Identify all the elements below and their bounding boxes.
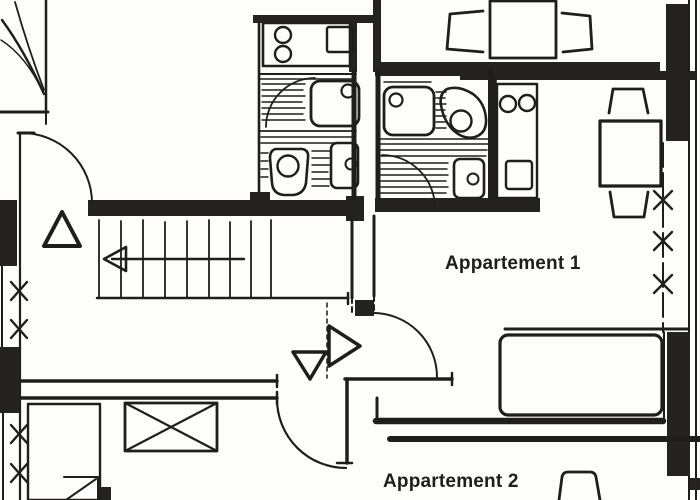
wall-fill [250, 192, 270, 208]
kitchenette-right [493, 78, 539, 200]
cooktop-burners-icon [498, 94, 518, 114]
kitchen-counter [495, 82, 539, 200]
wall-fill [0, 347, 20, 413]
chair-icon [607, 87, 650, 115]
wall-fill [0, 200, 17, 266]
triangle-marker-icon [42, 210, 82, 248]
shower-drain-icon [388, 92, 404, 108]
door-swing-arc [21, 132, 93, 204]
toilet-bowl-icon [276, 154, 300, 178]
window-x-mark-icon [652, 273, 674, 295]
toilet-bowl-icon [449, 109, 473, 133]
window-x-mark-icon [652, 230, 674, 252]
floor-hatching [261, 83, 306, 121]
triangle-marker-icon [291, 350, 328, 381]
wall-fill [253, 15, 376, 23]
corridor-walls [18, 69, 700, 465]
wall-fill [88, 200, 363, 216]
wall-fill [373, 0, 381, 72]
cooktop-burners-icon [517, 93, 537, 113]
chair-icon [445, 9, 485, 54]
floor-hatching [380, 162, 449, 194]
door-leaf [63, 476, 99, 500]
bathroom-right [379, 81, 490, 200]
shower-tray-icon [382, 85, 436, 137]
staircase [95, 219, 350, 306]
cooktop-burners-icon [273, 25, 293, 45]
bedroom-right [498, 333, 664, 500]
room-bottom-left [26, 401, 219, 500]
floor-hatching [380, 149, 488, 157]
washbasin-drain-icon [466, 172, 480, 186]
door-swing-arc [275, 397, 348, 470]
washbasin-icon [452, 157, 486, 200]
wall-fill [375, 62, 660, 71]
wall-fill [667, 332, 690, 476]
wall-fill [346, 196, 364, 221]
wall-segment [1, 265, 4, 500]
window-x-mark-icon [9, 462, 29, 484]
chair-icon [560, 11, 594, 54]
bathroom-left [258, 79, 361, 197]
wardrobe-cross-lines [123, 401, 219, 453]
washbasin-icon [329, 141, 360, 190]
top-table-set [445, 0, 594, 60]
toilet-icon [439, 86, 488, 139]
wall-fill [666, 4, 688, 141]
table-icon [598, 119, 663, 188]
stair-arrow-head-icon [102, 245, 128, 273]
shower-drain-icon [340, 83, 356, 99]
floor-hatching [311, 150, 331, 187]
door-post-fill [355, 300, 374, 316]
bed-icon [26, 402, 102, 500]
chair-icon [608, 190, 650, 219]
window-x-mark-icon [9, 423, 29, 445]
bed-icon [498, 333, 664, 417]
shower-tray-icon [309, 79, 361, 128]
window-x-mark-icon [652, 189, 674, 211]
wall-fill [690, 478, 700, 490]
wardrobe-crossed-icon [123, 401, 219, 453]
triangle-markers [42, 210, 362, 381]
chair-icon [557, 470, 602, 500]
wall-fill [460, 71, 696, 80]
kitchen-sink-icon [504, 159, 534, 191]
wall-fill [375, 198, 540, 212]
double-wall [18, 379, 279, 400]
divider-line [379, 138, 490, 145]
window-marks [9, 189, 674, 484]
window-x-mark-icon [9, 280, 29, 302]
kitchenette-left [257, 21, 357, 194]
wall-segment-dashed [351, 295, 375, 314]
washbasin-drain-icon [344, 157, 358, 171]
wall-fill [99, 487, 111, 500]
toilet-icon [268, 147, 310, 197]
triangle-marker-icon [327, 324, 362, 368]
window-x-mark-icon [9, 318, 29, 340]
apartment2-label: Appartement 2 [383, 471, 519, 492]
cooktop-burners-icon [273, 44, 293, 64]
kitchen-unit [261, 21, 352, 68]
kitchen-sink-icon [325, 25, 355, 54]
floor-hatching [260, 152, 269, 178]
table-icon [488, 0, 558, 60]
apartment1-label: Appartement 1 [445, 253, 581, 274]
dining-area [598, 87, 663, 219]
sketch-correction-scribble [0, 1, 46, 96]
door-swing-arc [372, 312, 438, 378]
